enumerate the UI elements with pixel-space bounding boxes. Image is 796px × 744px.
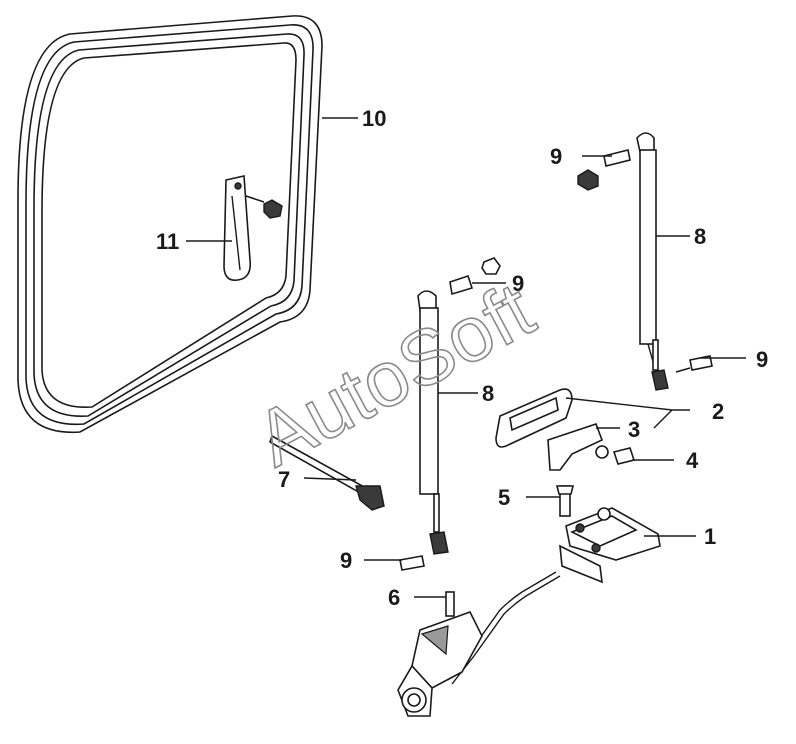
bolt-part-4 xyxy=(612,447,636,465)
latch-assembly xyxy=(559,507,661,584)
handle-bracket xyxy=(495,388,609,471)
callout-2: 2 xyxy=(712,399,724,424)
callout-10: 10 xyxy=(362,106,386,131)
release-rod xyxy=(447,571,561,685)
callout-4: 4 xyxy=(686,448,699,473)
bolt-lower-center-top xyxy=(449,257,501,296)
callout-9-right: 9 xyxy=(756,347,768,372)
callout-5: 5 xyxy=(498,485,510,510)
bolt-part-5 xyxy=(555,485,575,517)
gas-strut-lower xyxy=(399,257,501,571)
bolt-upper-right-top xyxy=(577,149,631,191)
release-handle xyxy=(397,591,483,717)
leader-lines xyxy=(186,117,746,598)
window-seal-frame xyxy=(17,15,323,434)
gas-strut-upper xyxy=(577,132,713,391)
callout-8-upper: 8 xyxy=(694,224,706,249)
callout-8-lower: 8 xyxy=(482,381,494,406)
callout-9-center: 9 xyxy=(512,271,524,296)
callout-11: 11 xyxy=(156,229,179,254)
pull-strap xyxy=(223,175,283,282)
bolt-lower-center-bottom xyxy=(399,555,425,571)
callout-9-lower: 9 xyxy=(340,548,352,573)
callout-7: 7 xyxy=(278,467,290,492)
callout-9-upper-left: 9 xyxy=(550,144,562,169)
callout-6: 6 xyxy=(388,585,400,610)
callout-1: 1 xyxy=(704,524,716,549)
callout-3: 3 xyxy=(628,417,640,442)
